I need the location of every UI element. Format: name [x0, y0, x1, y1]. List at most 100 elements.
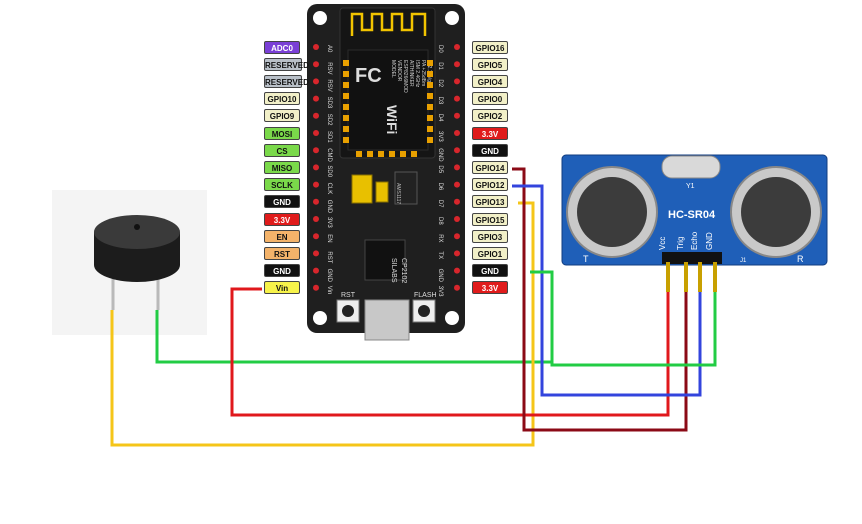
regulator [394, 171, 418, 205]
left-pin-label: SCLK [264, 178, 300, 192]
module-pad [343, 104, 349, 110]
silkscreen-left: A0RSVRSVSD3SD2SD1CMDSD0CLKGND3V3ENRSTGND… [326, 45, 332, 294]
pin-hole [454, 164, 460, 171]
pin-hole [313, 267, 319, 274]
silk-left-label: Vin [326, 286, 332, 295]
right-pin-label: GND [472, 264, 508, 278]
pin-hole [313, 44, 319, 50]
pin-hole [454, 112, 460, 119]
module-pad [427, 60, 433, 66]
crystal-label: Y1 [686, 183, 695, 190]
transducer-right-mesh [741, 177, 811, 247]
mount-hole [313, 311, 327, 325]
left-pin-label: EN [264, 229, 300, 243]
silk-left-label: SD1 [326, 131, 332, 143]
mount-hole [445, 11, 459, 25]
pin-holes [313, 44, 460, 291]
silk-left-label: GND [326, 269, 332, 283]
right-pin-label: GPIO12 [472, 178, 508, 192]
silk-left-label: SD0 [326, 165, 332, 177]
sensor-pin [684, 262, 688, 292]
silk-left-label: EN [326, 234, 332, 242]
module-pads [343, 60, 433, 157]
module-pad [427, 126, 433, 132]
pin-hole [454, 181, 460, 188]
module-pad [427, 137, 433, 143]
silk-right-label: 3V3 [437, 286, 443, 297]
pin-hole [313, 198, 319, 205]
pin-hole [454, 44, 460, 50]
sensor-pin [666, 262, 670, 292]
silk-right-label: 3V3 [437, 131, 443, 142]
flash-button-cap [418, 305, 430, 317]
left-pin-label: MOSI [264, 126, 300, 140]
right-pin-label: GPIO0 [472, 92, 508, 106]
silk-right-label: D3 [437, 97, 443, 105]
right-pin-label: GPIO14 [472, 160, 508, 174]
pin-hole [454, 147, 460, 154]
silk-left-label: CLK [326, 183, 332, 195]
transducer-left-mesh [577, 177, 647, 247]
left-pin-label: GPIO9 [264, 109, 300, 123]
silk-right-label: D4 [437, 114, 443, 122]
right-pin-label: 3.3V [472, 126, 508, 140]
sensor-pins [666, 262, 717, 292]
right-pin-label: GPIO16 [472, 40, 508, 54]
pin-hole [313, 147, 319, 154]
sensor-header [662, 252, 722, 264]
module-pad [427, 115, 433, 121]
pin-hole [454, 267, 460, 274]
module-text-line: MODEL [390, 60, 396, 78]
mount-hole [445, 311, 459, 325]
wire-darkred-gpio14-trig [512, 167, 688, 432]
silk-left-label: GND [326, 200, 332, 214]
left-pin-label: RST [264, 246, 300, 260]
silk-right-label: D6 [437, 183, 443, 191]
module-text-line: ISM 2.4GHz [414, 60, 420, 88]
pin-hole [313, 284, 319, 291]
module-shield [347, 49, 429, 151]
silk-right-label: D7 [437, 200, 443, 208]
module-pad [343, 115, 349, 121]
capacitor [375, 181, 389, 203]
left-pin-label: 3.3V [264, 212, 300, 226]
pin-hole [313, 130, 319, 136]
module-pad [343, 137, 349, 143]
sensor-crystal [661, 155, 721, 179]
rst-label: RST [341, 292, 356, 299]
module-pad [343, 93, 349, 99]
sensor-name: HC-SR04 [668, 209, 716, 221]
left-pin-label: RESERVED [264, 57, 309, 71]
silk-left-label: 3V3 [326, 217, 332, 228]
pin-hole [454, 198, 460, 205]
right-pin-label: GPIO3 [472, 229, 508, 243]
buzzer [52, 190, 207, 335]
module-pad [367, 151, 373, 157]
pin-hole [313, 112, 319, 119]
silk-left-label: CMD [326, 148, 332, 162]
pin-hole [454, 233, 460, 240]
sensor-pin-label: GND [705, 232, 714, 250]
silk-left-label: A0 [326, 45, 332, 53]
silk-left-label: RST [326, 251, 332, 263]
pin-hole [313, 78, 319, 85]
mark-r: R [797, 254, 804, 264]
sensor-pin [713, 262, 717, 292]
chip-label-2: CP2102 [400, 258, 407, 283]
silk-left-label: RSV [326, 79, 332, 91]
module-pad [427, 82, 433, 88]
pin-hole [454, 216, 460, 222]
wire-green-sensor-gnd [530, 268, 717, 367]
sensor-pin-label: Echo [690, 231, 699, 250]
silk-left-label: RSV [326, 62, 332, 74]
wire-yellow-buzzer-gpio13 [110, 201, 535, 447]
sensor-pin [698, 262, 702, 292]
module-pad [400, 151, 406, 157]
regulator-label: AMS1117 [395, 183, 401, 204]
pin-hole [454, 61, 460, 68]
module-pad [343, 60, 349, 66]
wifi-mark: WiFi [384, 105, 400, 134]
